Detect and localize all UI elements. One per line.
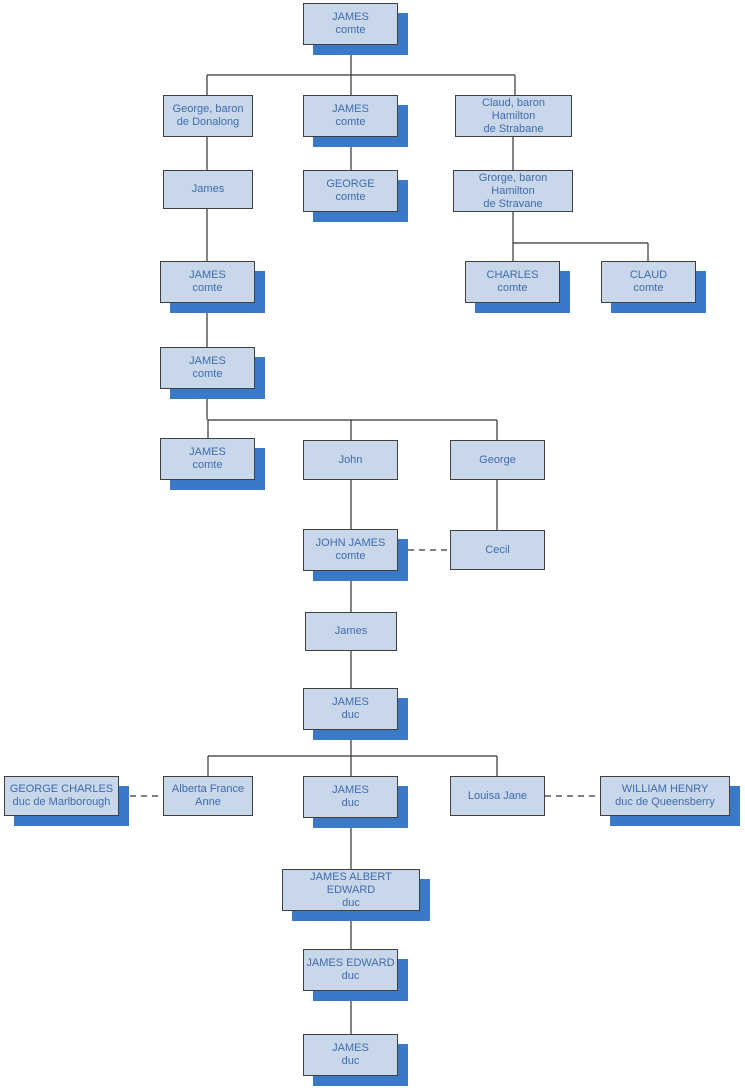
person-node-n14[interactable]: George — [450, 440, 545, 480]
person-node-n16[interactable]: Cecil — [450, 530, 545, 570]
node-box[interactable]: John — [303, 440, 398, 480]
node-name-line: Alberta France — [171, 783, 245, 795]
node-name-line: James — [191, 183, 225, 195]
node-title-line: Anne — [195, 796, 221, 808]
node-name-line: JAMES — [332, 11, 369, 23]
node-name-line: JOHN JAMES — [315, 537, 386, 549]
node-title-line: comte — [633, 282, 664, 294]
node-title-line: de Strabane — [483, 122, 544, 135]
node-title-line: de Stravane — [483, 197, 543, 210]
node-box[interactable]: James — [163, 170, 253, 209]
node-name-line: JAMES EDWARD — [306, 957, 395, 969]
node-box[interactable]: Cecil — [450, 530, 545, 570]
node-name-line: Cecil — [485, 543, 510, 556]
node-name-line: George, baron — [172, 103, 244, 115]
node-title-line: duc — [341, 709, 360, 721]
node-name-line: Louisa Jane — [467, 789, 528, 802]
node-name-line: JAMES — [332, 784, 369, 796]
node-name-line: JAMES ALBERT EDWARD — [310, 870, 392, 896]
node-name-line: John — [338, 453, 363, 466]
node-box[interactable]: George — [450, 440, 545, 480]
node-name-line: GEORGE — [326, 178, 375, 190]
node-title-line: comte — [192, 368, 223, 380]
node-title-line: comte — [335, 24, 366, 36]
node-name-line: JAMES — [189, 446, 226, 458]
node-name-line: JAMES — [332, 103, 369, 115]
node-name-line: James — [334, 625, 368, 637]
node-name-line: WILLIAM HENRY — [621, 783, 709, 795]
node-name-line: Grorge, baron Hamilton — [478, 171, 548, 197]
person-node-n13[interactable]: John — [303, 440, 398, 480]
person-node-n17[interactable]: James — [305, 612, 397, 651]
node-title-line: duc de Queensberry — [615, 796, 715, 808]
node-title-line: duc de Marlborough — [12, 796, 111, 808]
node-title-line: duc — [341, 797, 360, 809]
node-title-line: comte — [335, 116, 366, 128]
node-name-line: Claud, baron Hamilton — [482, 96, 545, 122]
node-title-line: comte — [192, 459, 223, 471]
node-box[interactable]: James — [305, 612, 397, 651]
node-title-line: comte — [192, 282, 223, 294]
person-node-n5[interactable]: James — [163, 170, 253, 209]
node-box[interactable]: Louisa Jane — [450, 776, 545, 816]
node-title-line: duc — [342, 896, 360, 909]
node-name-line: JAMES — [189, 355, 226, 367]
node-title-line: de Donalong — [176, 116, 240, 128]
node-name-line: George — [479, 453, 516, 466]
node-name-line: CHARLES — [486, 269, 539, 281]
node-name-line: GEORGE CHARLES — [9, 783, 114, 795]
node-title-line: duc — [341, 1055, 360, 1067]
node-title-line: comte — [497, 282, 528, 294]
node-name-line: CLAUD — [629, 269, 668, 281]
node-title-line: comte — [335, 191, 366, 203]
node-title-line: comte — [335, 550, 366, 562]
node-title-line: duc — [341, 970, 360, 982]
node-name-line: JAMES — [332, 696, 369, 708]
node-name-line: JAMES — [189, 269, 226, 281]
person-node-n22[interactable]: Louisa Jane — [450, 776, 545, 816]
node-name-line: JAMES — [332, 1042, 369, 1054]
